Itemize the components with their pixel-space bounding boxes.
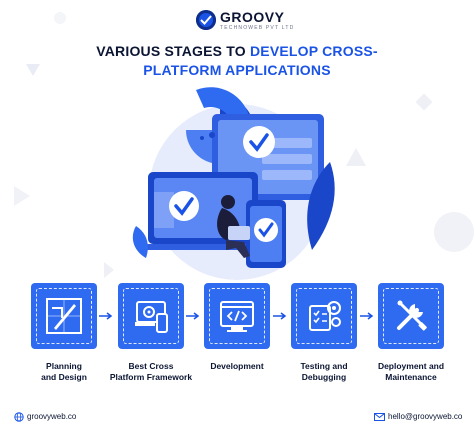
email-link[interactable]: hello@groovyweb.co — [374, 412, 462, 422]
code-browser-icon — [220, 301, 254, 332]
globe-icon — [14, 412, 24, 422]
hero-illustration — [132, 87, 335, 280]
blueprint-icon — [46, 298, 82, 334]
stage-card — [31, 283, 97, 349]
arrow-right-icon — [360, 312, 374, 320]
brand-name: GROOVY — [220, 9, 285, 25]
stage-label: Deployment and Maintenance — [377, 361, 445, 382]
logo-mark-icon — [196, 10, 216, 30]
page-title: VARIOUS STAGES TO DEVELOP CROSS- PLATFOR… — [70, 42, 404, 80]
arrow-right-icon — [273, 312, 287, 320]
title-part-2: DEVELOP CROSS- — [249, 43, 378, 59]
stage-label: Planning and Design — [41, 361, 87, 382]
brand-logo: GROOVY TECHNOWEB PVT LTD — [196, 8, 293, 36]
stage-label: Best Cross Platform Framework — [109, 361, 193, 382]
plant-icon — [132, 226, 148, 258]
footer: groovyweb.co hello@groovyweb.co — [0, 404, 474, 434]
stage-label: Development — [210, 361, 264, 371]
title-part-3: PLATFORM APPLICATIONS — [143, 62, 331, 78]
stage-card — [378, 283, 444, 349]
website-link[interactable]: groovyweb.co — [14, 412, 76, 422]
stage-card — [118, 283, 184, 349]
mail-icon — [374, 413, 385, 421]
arrow-right-icon — [99, 312, 113, 320]
email-text: hello@groovyweb.co — [388, 412, 463, 421]
devices-gear-icon — [135, 301, 168, 333]
wrench-screwdriver-icon — [397, 300, 427, 331]
brand-tagline: TECHNOWEB PVT LTD — [220, 25, 295, 31]
stages-row: Planning and Design Best Cross Platform … — [0, 283, 474, 393]
stage-card — [291, 283, 357, 349]
stage-card — [204, 283, 270, 349]
leaf-icon — [307, 162, 335, 250]
website-text: groovyweb.co — [27, 412, 77, 421]
arrow-right-icon — [186, 312, 200, 320]
testing-gears-icon — [309, 301, 341, 331]
phone-icon — [246, 200, 286, 268]
person-icon — [217, 195, 250, 258]
stage-label: Testing and Debugging — [300, 361, 348, 382]
title-part-1: VARIOUS STAGES TO — [96, 43, 250, 59]
